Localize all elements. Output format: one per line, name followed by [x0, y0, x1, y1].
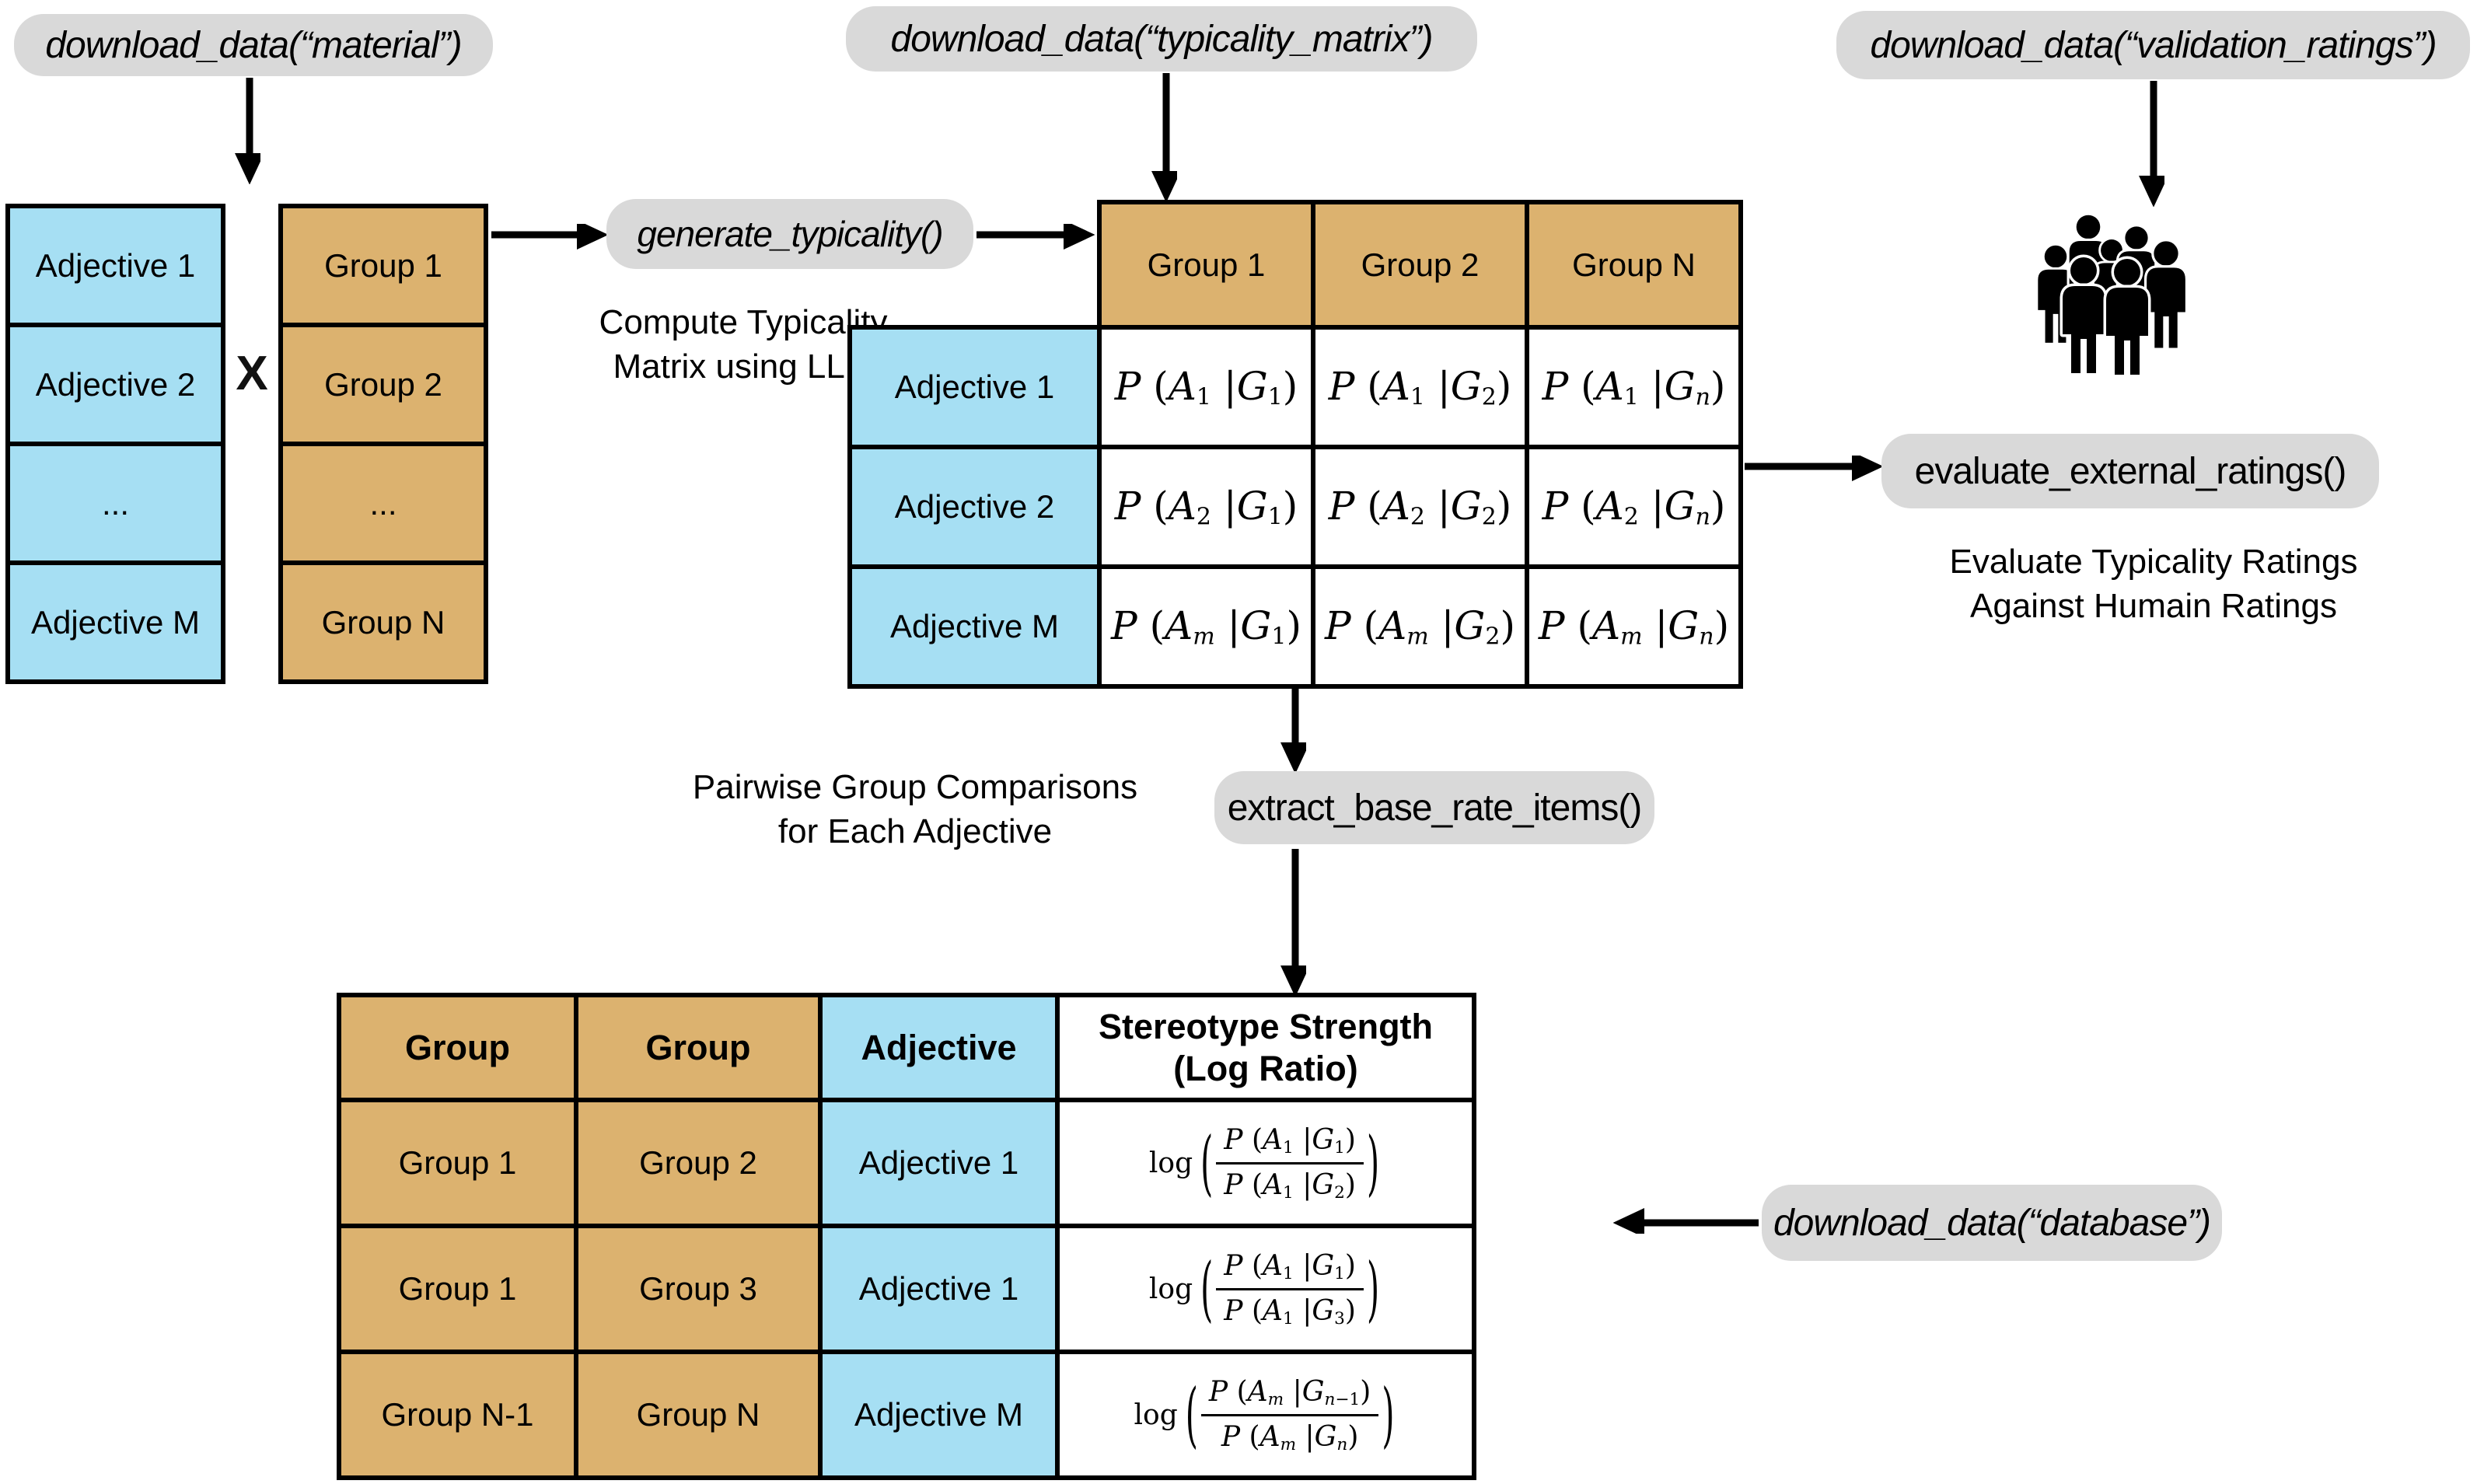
matrix-col-header-group-n: Group N — [1525, 200, 1743, 330]
adjective-list-item: Adjective M — [5, 560, 225, 684]
matrix-row-header-adjective-m: Adjective M — [847, 564, 1102, 689]
matrix-cell-am-g2: P (Am |G2) — [1311, 564, 1529, 689]
matrix-col-header-group-2: Group 2 — [1311, 200, 1529, 330]
results-row: Group N-1 Group N Adjective M log(P (Am … — [337, 1350, 1476, 1480]
typicality-matrix-table: Group 1 Group 2 Group N Adjective 1 P (A… — [847, 200, 1743, 689]
compute-typicality-note: Compute Typicality Matrix using LLM — [510, 300, 976, 389]
group-list-item: Group 1 — [278, 204, 488, 327]
results-cell-group-a: Group N-1 — [337, 1350, 578, 1480]
pairwise-comparisons-note: Pairwise Group Comparisons for Each Adje… — [645, 765, 1185, 854]
group-list-ellipsis: ... — [278, 442, 488, 565]
stereotype-strength-table: Group Group Adjective Stereotype Strengt… — [337, 993, 1476, 1480]
adjective-list-item: Adjective 1 — [5, 204, 225, 327]
results-cell-log-ratio: log(P (Am |Gn−1)P (Am |Gn)) — [1055, 1350, 1476, 1480]
results-header-strength-line2: (Log Ratio) — [1173, 1048, 1358, 1088]
matrix-cell-a2-g2: P (A2 |G2) — [1311, 445, 1529, 569]
results-cell-group-b: Group N — [574, 1350, 823, 1480]
results-cell-log-ratio: log(P (A1 |G1)P (A1 |G2)) — [1055, 1098, 1476, 1228]
group-list-item: Group N — [278, 560, 488, 684]
matrix-row-header-adjective-2: Adjective 2 — [847, 445, 1102, 569]
compute-typicality-note-line1: Compute Typicality — [599, 303, 888, 341]
results-header-strength: Stereotype Strength (Log Ratio) — [1055, 993, 1476, 1102]
results-header-group-b: Group — [574, 993, 823, 1102]
results-cell-log-ratio: log(P (A1 |G1)P (A1 |G3)) — [1055, 1224, 1476, 1354]
results-cell-adjective: Adjective M — [818, 1350, 1060, 1480]
person-silhouette — [2063, 257, 2105, 373]
group-list-item: Group 2 — [278, 323, 488, 446]
extract-base-rate-items-pill: extract_base_rate_items() — [1214, 771, 1654, 844]
results-cell-group-b: Group 2 — [574, 1098, 823, 1228]
crowd-icon — [2020, 201, 2225, 375]
download-material-pill: download_data(“material”) — [14, 14, 493, 76]
results-header-adjective: Adjective — [818, 993, 1060, 1102]
pairwise-note-line1: Pairwise Group Comparisons — [692, 768, 1138, 806]
generate-typicality-pill: generate_typicality() — [606, 199, 973, 269]
results-row: Group 1 Group 2 Adjective 1 log(P (A1 |G… — [337, 1098, 1476, 1228]
results-cell-group-b: Group 3 — [574, 1224, 823, 1354]
person-silhouette — [2147, 241, 2185, 347]
matrix-cell-a2-gn: P (A2 |Gn) — [1525, 445, 1743, 569]
adjective-list-item: Adjective 2 — [5, 323, 225, 446]
evaluate-note-line1: Evaluate Typicality Ratings — [1949, 543, 2358, 581]
results-cell-group-a: Group 1 — [337, 1224, 578, 1354]
evaluate-ratings-note: Evaluate Typicality Ratings Against Huma… — [1905, 539, 2402, 628]
matrix-cell-a1-gn: P (A1 |Gn) — [1525, 325, 1743, 449]
results-cell-group-a: Group 1 — [337, 1098, 578, 1228]
matrix-cell-a1-g2: P (A1 |G2) — [1311, 325, 1529, 449]
cross-product-x: X — [236, 347, 268, 400]
matrix-cell-a2-g1: P (A2 |G1) — [1097, 445, 1315, 569]
results-cell-adjective: Adjective 1 — [818, 1224, 1060, 1354]
results-cell-adjective: Adjective 1 — [818, 1098, 1060, 1228]
matrix-row-header-adjective-1: Adjective 1 — [847, 325, 1102, 449]
results-header-strength-line1: Stereotype Strength — [1098, 1007, 1434, 1047]
compute-typicality-note-line2: Matrix using LLM — [613, 347, 874, 386]
evaluate-note-line2: Against Humain Ratings — [1969, 587, 2337, 625]
group-list: Group 1 Group 2 ... Group N — [278, 204, 488, 684]
download-typicality-matrix-pill: download_data(“typicality_matrix”) — [846, 6, 1477, 72]
results-header-row: Group Group Adjective Stereotype Strengt… — [337, 993, 1476, 1102]
matrix-col-header-group-1: Group 1 — [1097, 200, 1315, 330]
evaluate-external-ratings-pill: evaluate_external_ratings() — [1881, 434, 2379, 508]
person-silhouette — [2106, 259, 2148, 375]
download-database-pill: download_data(“database”) — [1762, 1185, 2222, 1261]
adjective-list: Adjective 1 Adjective 2 ... Adjective M — [5, 204, 225, 684]
pairwise-note-line2: for Each Adjective — [777, 812, 1053, 850]
adjective-list-ellipsis: ... — [5, 442, 225, 565]
matrix-cell-am-gn: P (Am |Gn) — [1525, 564, 1743, 689]
matrix-cell-a1-g1: P (A1 |G1) — [1097, 325, 1315, 449]
results-row: Group 1 Group 3 Adjective 1 log(P (A1 |G… — [337, 1224, 1476, 1354]
download-validation-ratings-pill: download_data(“validation_ratings”) — [1836, 11, 2470, 79]
matrix-cell-am-g1: P (Am |G1) — [1097, 564, 1315, 689]
matrix-corner-empty — [850, 202, 1099, 327]
results-header-group-a: Group — [337, 993, 578, 1102]
